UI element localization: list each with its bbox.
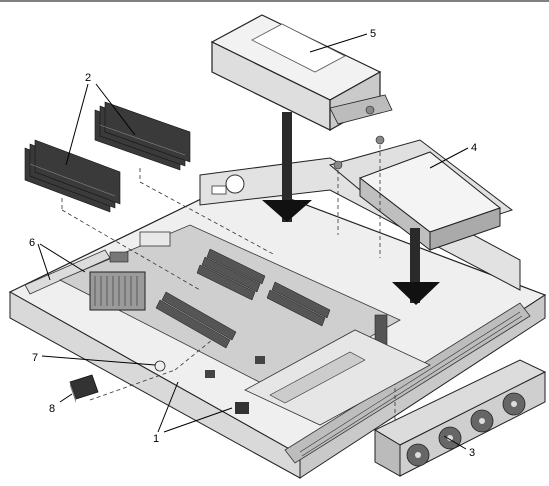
callout-5: 5 xyxy=(370,28,376,40)
leader-lines xyxy=(37,33,469,450)
thumbscrew xyxy=(154,360,166,372)
dimm-modules xyxy=(24,101,276,291)
hard-drive xyxy=(328,135,514,305)
fan-assembly xyxy=(373,359,547,477)
air-duct xyxy=(244,329,431,426)
callout-8: 8 xyxy=(49,403,55,415)
callout-6: 6 xyxy=(29,237,35,249)
power-supply xyxy=(210,14,393,222)
motherboard xyxy=(59,224,401,414)
callout-7: 7 xyxy=(32,352,38,364)
callout-4: 4 xyxy=(471,142,477,154)
callout-2: 2 xyxy=(85,72,91,84)
callout-3: 3 xyxy=(469,447,475,459)
callout-1: 1 xyxy=(153,433,159,445)
bracket-part xyxy=(69,339,213,403)
callouts: 5 2 4 6 7 8 1 3 xyxy=(29,28,477,459)
